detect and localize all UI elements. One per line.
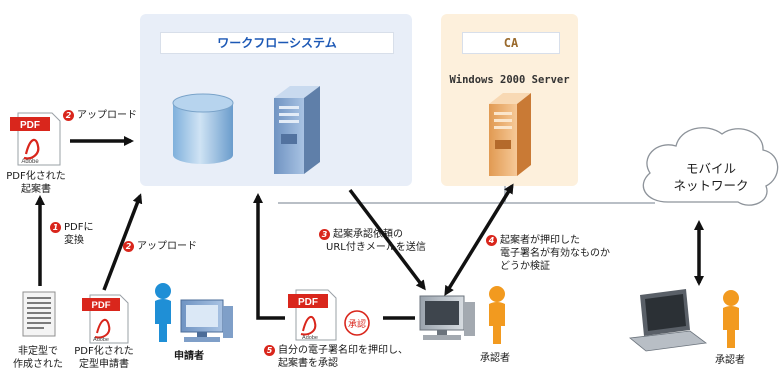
ca-title: CA: [462, 32, 560, 54]
svg-text:PDF: PDF: [20, 120, 40, 131]
workflow-system-title: ワークフローシステム: [160, 32, 394, 54]
mobile-network-label: モバイル ネットワーク: [673, 161, 749, 193]
arrow-upload-form: [102, 193, 143, 291]
pdf-approval-icon: PDF Adobe: [288, 289, 337, 341]
svg-text:PDF: PDF: [298, 297, 318, 308]
step-badge: 3: [319, 229, 330, 240]
svg-text:Adobe: Adobe: [302, 335, 318, 341]
mobile-approver-person-icon: [723, 290, 739, 348]
step-badge: 5: [264, 345, 275, 356]
applicant-pc-icon: [180, 299, 233, 342]
svg-text:Adobe: Adobe: [21, 159, 39, 165]
svg-text:Adobe: Adobe: [93, 337, 109, 343]
step-badge: 4: [486, 235, 497, 246]
ca-server-label: Windows 2000 Server: [449, 74, 570, 86]
workflow-server-icon: [274, 86, 320, 174]
svg-text:PDF: PDF: [92, 300, 111, 311]
mobile-network-cloud-icon: [642, 127, 779, 206]
paper-document-label: 非定型で 作成された: [13, 346, 63, 370]
paper-document-icon: [22, 291, 56, 337]
arrow-verify-signature: [444, 183, 514, 296]
step-badge: 1: [50, 222, 61, 233]
database-icon: [172, 93, 234, 164]
pdf-file-icon: PDF Adobe: [10, 112, 61, 166]
arrow-send-mail: [348, 188, 426, 291]
approver-right-label: 承認者: [715, 355, 745, 366]
arrow-approve-return: [258, 196, 415, 320]
approver-person-icon: [489, 286, 505, 344]
approver-center-label: 承認者: [480, 353, 510, 364]
uploaded-pdf-label: PDF化された 起案書: [6, 171, 66, 195]
ca-server-icon: [489, 93, 531, 176]
pdf-form-icon: PDF Adobe: [82, 294, 129, 344]
form-pdf-label: PDF化された 定型申請書: [74, 346, 134, 370]
applicant-person-icon: [155, 283, 171, 342]
step-badge: 2: [63, 110, 74, 121]
step-badge: 2: [123, 241, 134, 252]
approval-seal-icon: 承認: [344, 310, 370, 336]
laptop-icon: [629, 289, 708, 352]
approver-pc-icon: [419, 295, 475, 340]
svg-text:承認: 承認: [348, 318, 366, 330]
applicant-label: 申請者: [174, 351, 204, 362]
